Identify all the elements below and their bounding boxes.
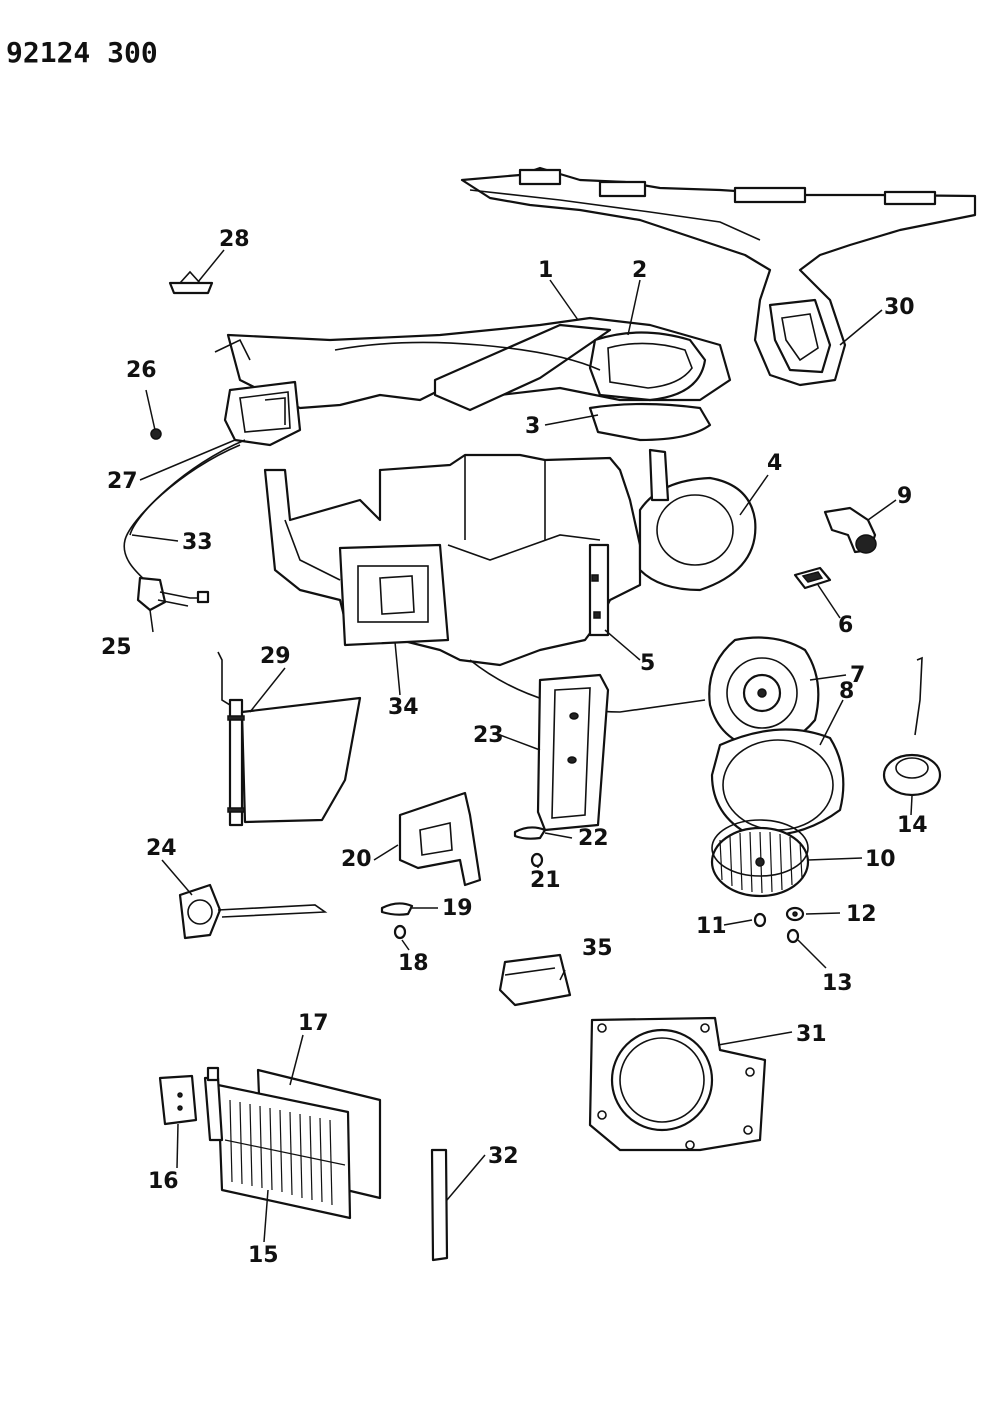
ref-24: 24	[146, 836, 177, 861]
fastener-26-drawing	[150, 428, 162, 440]
ref-18: 18	[398, 951, 429, 976]
ref-27: 27	[107, 469, 138, 494]
actuator-24-drawing	[178, 883, 328, 940]
ref-33: 33	[182, 530, 213, 555]
ref-5: 5	[640, 651, 655, 676]
ref-25: 25	[101, 635, 132, 660]
upper-housing-cover-drawing	[214, 316, 732, 442]
defroster-duct-drawing	[460, 166, 977, 387]
door-23-drawing	[536, 673, 610, 832]
ref-29: 29	[260, 644, 291, 669]
heater-housing-drawing	[263, 448, 757, 667]
ref-32: 32	[488, 1144, 519, 1169]
ref-16: 16	[148, 1169, 179, 1194]
door-20-drawing	[398, 791, 482, 887]
leader-lines	[131, 249, 913, 1243]
seal-6-drawing	[793, 566, 832, 590]
ref-13: 13	[822, 971, 853, 996]
ref-10: 10	[865, 847, 896, 872]
ref-19: 19	[442, 896, 473, 921]
outlet-27-drawing	[223, 380, 302, 447]
ref-15: 15	[248, 1243, 279, 1268]
door-29-drawing	[217, 651, 362, 827]
door-hardware-drawing	[380, 826, 547, 940]
ref-26: 26	[126, 358, 157, 383]
ref-12: 12	[846, 902, 877, 927]
elbow-9-drawing	[823, 506, 877, 554]
gasket-8-drawing	[710, 728, 845, 837]
ref-31: 31	[796, 1022, 827, 1047]
drawing-number: 92124 300	[6, 36, 158, 69]
pad-35-drawing	[498, 953, 572, 1007]
ref-4: 4	[767, 451, 782, 476]
ref-23: 23	[473, 723, 504, 748]
ref-28: 28	[219, 227, 250, 252]
heater-core-drawing	[203, 1066, 382, 1220]
ref-8: 8	[839, 679, 854, 704]
clip-16-drawing	[158, 1074, 198, 1126]
ref-14: 14	[897, 813, 928, 838]
blower-motor-drawing	[469, 636, 820, 750]
clip-28-drawing	[168, 270, 214, 295]
harness-33-drawing	[123, 439, 246, 612]
ref-21: 21	[530, 868, 561, 893]
mounting-plate-drawing	[588, 1016, 767, 1152]
ref-1: 1	[538, 258, 553, 283]
reference-numbers: 1 2 3 4 5 6 7 8 9 10 11 12 13 14 15 16 1…	[101, 227, 928, 1268]
ref-35: 35	[582, 936, 613, 961]
ref-34: 34	[388, 695, 419, 720]
grommet-14-drawing	[882, 656, 942, 797]
seal-strip-drawing	[430, 1148, 449, 1262]
ref-30: 30	[884, 295, 915, 320]
blower-wheel-drawing	[710, 819, 810, 898]
small-hardware-drawing	[753, 906, 805, 944]
ref-3: 3	[525, 414, 540, 439]
ref-20: 20	[341, 847, 372, 872]
ref-7: 7	[850, 663, 865, 688]
ref-22: 22	[578, 826, 609, 851]
ref-9: 9	[897, 484, 912, 509]
ref-17: 17	[298, 1011, 329, 1036]
ref-6: 6	[838, 613, 853, 638]
ref-2: 2	[632, 258, 647, 283]
ref-11: 11	[696, 914, 727, 939]
